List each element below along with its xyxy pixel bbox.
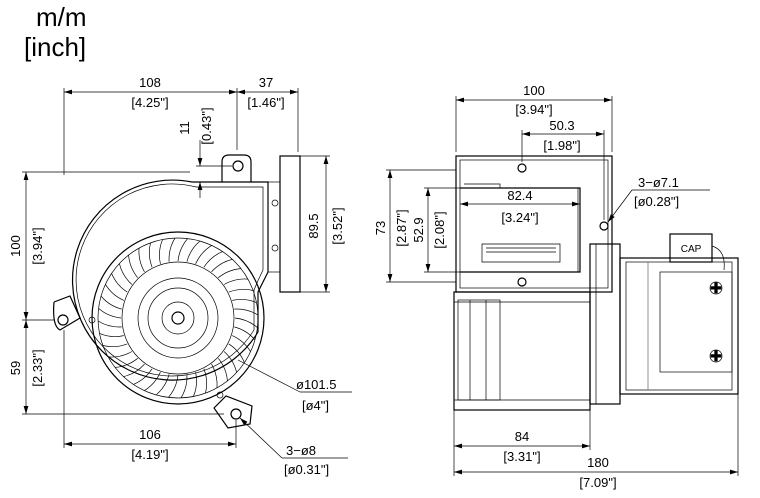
dim-inner-width-mm: 82.4 (507, 188, 532, 203)
impeller-blade (115, 358, 138, 368)
impeller-blade (223, 278, 248, 285)
dim-impeller-diameter-inch: [ø4"] (302, 398, 329, 413)
impeller-blade (203, 251, 223, 268)
front-view: 108 [4.25"] 37 [1.46"] 11 [0.43"] 89.5 [… (8, 75, 352, 477)
impeller-blade (223, 351, 237, 373)
units-imperial: [inch] (24, 32, 86, 62)
dim-height-upper-inch: [3.94"] (30, 227, 45, 264)
impeller-blade (159, 239, 163, 264)
dim-outlet-height-mm: 89.5 (306, 213, 321, 238)
impeller-blade (234, 317, 258, 328)
impeller-blade (99, 333, 124, 337)
dim-width-top-mm: 108 (139, 75, 161, 90)
impeller-blade (211, 363, 218, 388)
impeller-blade (234, 308, 259, 316)
impeller-blade (232, 335, 251, 352)
impeller-blade (234, 326, 256, 341)
impeller-blade (180, 374, 188, 399)
dim-height-upper-mm: 100 (8, 235, 23, 257)
dim-overall-length-mm: 180 (587, 455, 609, 470)
dim-outlet-width-mm: 100 (523, 83, 545, 98)
dim-hole-spacing-inch: [1.98"] (543, 138, 580, 153)
impeller-blade (232, 299, 257, 303)
capacitor (669, 233, 713, 263)
dim-hole-spacing-mm: 50.3 (549, 118, 574, 133)
dim-inner-height-inch: [2.08"] (432, 211, 447, 248)
impeller-blade (97, 320, 122, 328)
impeller-blade (98, 308, 122, 319)
dim-flange-height-inch: [2.87"] (394, 209, 409, 246)
dim-housing-depth-mm: 84 (515, 429, 529, 444)
dim-width-top-inch: [4.25"] (131, 95, 168, 110)
dim-impeller-diameter-mm: ø101.5 (296, 377, 336, 392)
impeller-blade (228, 343, 245, 363)
impeller-blade (193, 372, 197, 397)
impeller-blade (111, 273, 128, 293)
impeller-blade (168, 374, 179, 398)
impeller-blade (133, 368, 153, 385)
impeller-blade (177, 238, 188, 262)
dim-inner-width-inch: [3.24"] (501, 210, 538, 225)
capacitor-label: CAP (681, 244, 702, 255)
impeller-blades (97, 237, 259, 399)
dim-width-bottom-mm: 106 (139, 427, 161, 442)
side-view: ✚ ✚ CAP 100 [3.94"] 50.3 [1.98"] 82.4 [3… (373, 83, 739, 490)
dim-flange-height-mm: 73 (373, 221, 388, 235)
dim-outlet-width-inch: [3.94"] (515, 102, 552, 117)
dim-mount-holes-mm: 3−ø8 (286, 443, 316, 458)
dim-height-lower-inch: [2.33"] (30, 349, 45, 386)
impeller-blade (218, 268, 241, 278)
impeller-blade (105, 284, 124, 301)
dim-tab-offset-mm: 11 (177, 121, 192, 135)
dim-tab-offset-inch: [0.43"] (199, 107, 214, 144)
units-metric: m/m (36, 2, 87, 32)
impeller-blade (155, 374, 170, 396)
impeller-blade (211, 259, 233, 273)
impeller-blade (203, 368, 208, 394)
impeller-blade (119, 263, 133, 285)
dim-inner-height-mm: 52.9 (411, 217, 426, 242)
dim-housing-depth-inch: [3.31"] (503, 449, 540, 464)
dim-width-bottom-inch: [4.19"] (131, 447, 168, 462)
impeller-blade (195, 245, 212, 264)
dim-flange-width-inch: [1.46"] (247, 95, 284, 110)
dim-flange-width-mm: 37 (259, 75, 273, 90)
impeller-blade (138, 248, 145, 273)
svg-text:✚: ✚ (710, 280, 722, 296)
dim-mount-holes-inch: [ø0.31"] (284, 462, 329, 477)
impeller-blade (186, 240, 201, 262)
impeller-blade (144, 372, 161, 391)
impeller-blade (128, 255, 138, 278)
impeller-blade (228, 288, 254, 293)
svg-text:✚: ✚ (710, 348, 722, 364)
dim-flange-holes-inch: [ø0.28"] (634, 194, 679, 209)
dim-flange-holes-mm: 3−ø7.1 (638, 175, 679, 190)
impeller-blade (123, 363, 145, 377)
impeller-blade (108, 351, 133, 358)
impeller-blade (148, 242, 153, 268)
impeller-blade (168, 237, 176, 262)
dim-outlet-height-inch: [3.52"] (330, 207, 345, 244)
impeller-blade (102, 343, 128, 348)
dim-overall-length-inch: [7.09"] (579, 475, 616, 490)
dim-height-lower-mm: 59 (8, 361, 23, 375)
impeller-blade (218, 358, 228, 381)
impeller-blade (100, 295, 122, 310)
